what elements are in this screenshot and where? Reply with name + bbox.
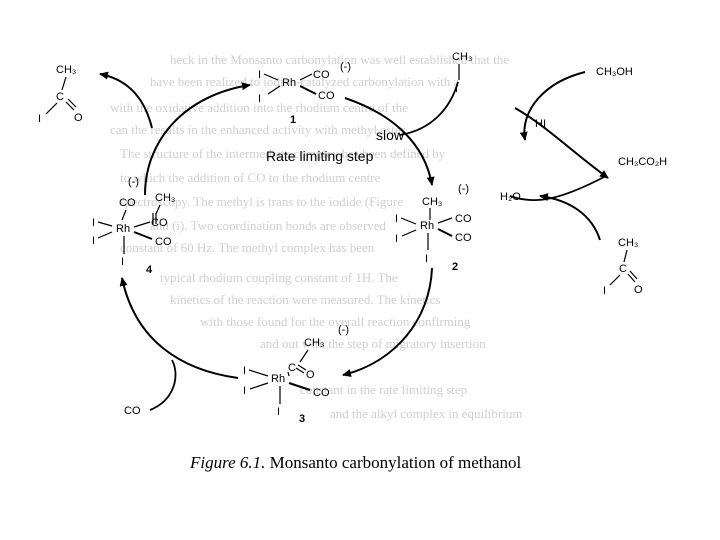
water-label: H₂O [500, 191, 521, 203]
svg-text:(-): (-) [338, 324, 349, 336]
svg-text:CH₃: CH₃ [618, 237, 638, 249]
arrow-release-acetyl-iodide [99, 71, 153, 129]
methanol-label: CH₃OH [596, 66, 633, 78]
complex-number: 1 [290, 114, 296, 126]
svg-text:CO: CO [155, 236, 172, 248]
svg-text:C: C [288, 362, 296, 374]
rhodium-complex-1: I Rh CO (-) CO I 1 [258, 61, 351, 126]
svg-text:CH₃: CH₃ [304, 337, 324, 349]
svg-text:(-): (-) [128, 176, 139, 188]
svg-text:CH₃: CH₃ [56, 64, 76, 76]
rhodium-complex-2: (-) CH₃ I Rh CO CO I I 2 [395, 183, 472, 273]
arrow-4-to-1 [144, 82, 251, 196]
complex-number: 4 [146, 264, 153, 276]
complex-number: 2 [452, 261, 458, 273]
svg-text:Rh: Rh [271, 373, 285, 385]
svg-text:CO: CO [455, 213, 472, 225]
hi-label: HI [535, 118, 546, 130]
svg-text:C: C [619, 263, 627, 275]
svg-text:(-): (-) [340, 61, 351, 73]
svg-text:O: O [634, 284, 643, 296]
svg-text:I: I [121, 256, 124, 268]
svg-text:I: I [425, 253, 428, 265]
svg-text:CO: CO [119, 197, 136, 209]
arrow-hi-return [514, 107, 609, 179]
arrow-2-to-3 [342, 267, 433, 377]
acetyl-iodide-right: CH₃ C I O [603, 237, 643, 297]
svg-text:O: O [74, 112, 83, 124]
figure-caption: Figure 6.1. Monsanto carbonylation of me… [190, 453, 521, 473]
arrow-3-to-4 [119, 277, 239, 379]
rhodium-complex-4: (-) CO CH₃ CO I Rh CO I I 4 [92, 176, 175, 276]
svg-text:Rh: Rh [282, 77, 296, 89]
arrow-acetyl-iodide-in [539, 193, 601, 241]
svg-text:CO: CO [151, 217, 168, 229]
svg-text:CH₃: CH₃ [452, 51, 472, 63]
svg-text:I: I [277, 406, 280, 418]
svg-text:I: I [395, 213, 398, 225]
svg-text:I: I [92, 235, 95, 247]
svg-text:I: I [258, 69, 261, 81]
svg-text:CO: CO [313, 387, 330, 399]
arrow-methanol-in [519, 71, 586, 141]
svg-text:O: O [306, 369, 315, 381]
acetyl-iodide-top-left: CH₃ C I O [38, 64, 83, 125]
rhodium-complex-3: (-) CH₃ C O I Rh CO I I 3 [243, 324, 349, 425]
svg-text:I: I [395, 233, 398, 245]
arrow-water-in [509, 175, 607, 202]
acetic-acid-label: CH₃CO₂H [618, 156, 667, 168]
slow-label: slow [376, 127, 405, 143]
methyl-iodide: CH₃ I [452, 51, 472, 95]
svg-text:CH₃: CH₃ [155, 192, 175, 204]
svg-text:C: C [56, 91, 64, 103]
complex-number: 3 [299, 413, 305, 425]
svg-text:Rh: Rh [420, 220, 434, 232]
svg-text:I: I [38, 113, 41, 125]
svg-text:Rh: Rh [116, 223, 130, 235]
svg-text:I: I [243, 365, 246, 377]
arrow-1-to-2 [344, 97, 435, 186]
svg-text:CO: CO [455, 232, 472, 244]
rate-limiting-step-label: Rate limiting step [266, 148, 374, 164]
svg-text:I: I [258, 93, 261, 105]
svg-text:I: I [92, 217, 95, 229]
arrow-methyl-iodide-in [399, 81, 459, 136]
carbon-monoxide-reagent: CO [124, 405, 141, 417]
svg-text:I: I [603, 285, 606, 297]
svg-text:CO: CO [318, 90, 335, 102]
svg-text:(-): (-) [458, 183, 469, 195]
svg-text:I: I [455, 83, 458, 95]
svg-text:I: I [243, 385, 246, 397]
svg-text:CH₃: CH₃ [422, 196, 442, 208]
svg-text:CO: CO [313, 69, 330, 81]
arrow-co-in [149, 359, 177, 411]
figure-label: Figure 6.1. [190, 453, 266, 472]
figure-title: Monsanto carbonylation of methanol [269, 453, 522, 472]
